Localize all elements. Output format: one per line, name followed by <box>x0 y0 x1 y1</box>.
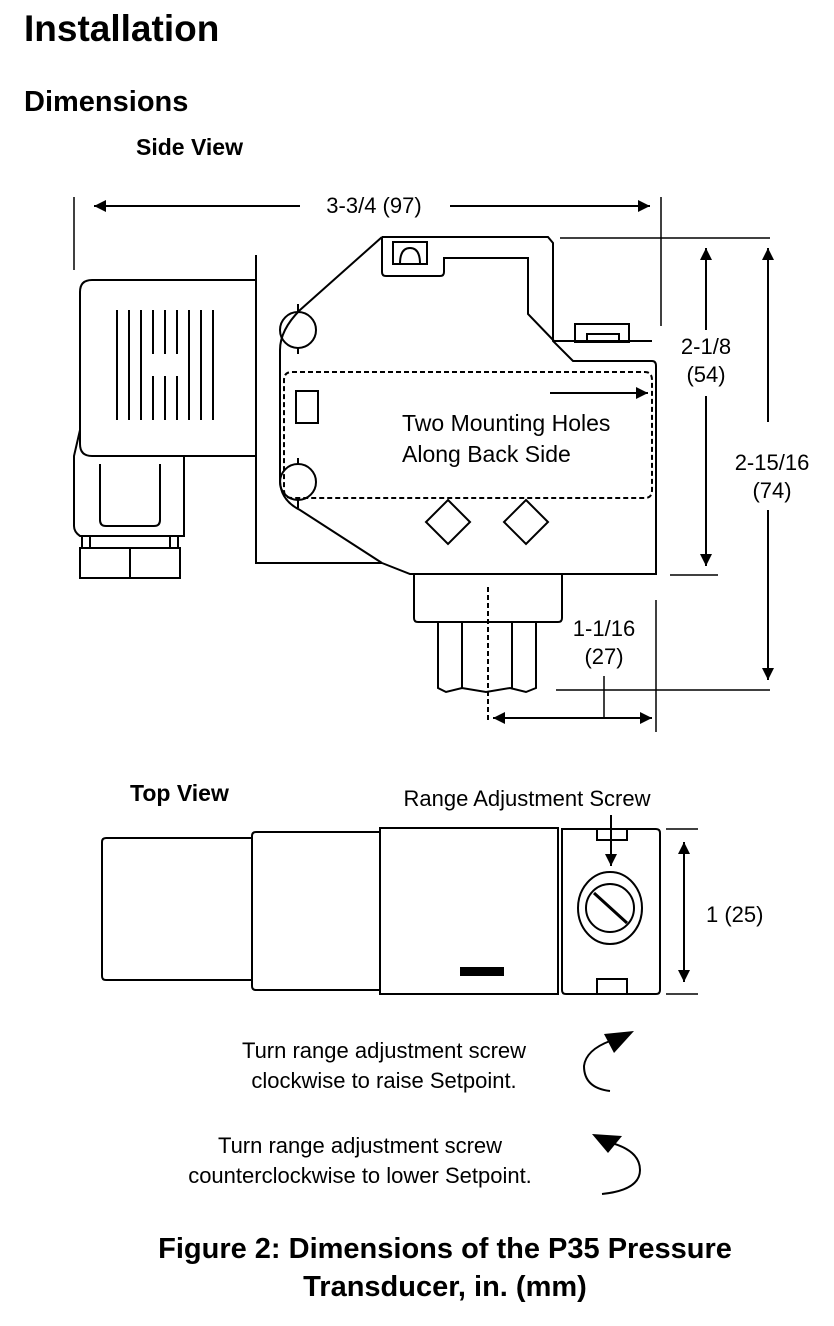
label-window <box>295 390 319 424</box>
pressure-fitting <box>413 574 563 722</box>
counterclockwise-arc <box>601 1141 642 1195</box>
din-connector <box>73 279 256 579</box>
top-view-title: Top View <box>130 780 229 806</box>
mounting-hole-lower <box>279 463 317 501</box>
side-view-drawing: 3-3/4 (97) <box>73 193 810 732</box>
top-view-drawing: Range Adjustment Screw 1 (25) <box>101 786 763 995</box>
fitting-offset-mm: (27) <box>584 644 623 669</box>
counterclockwise-arrow-icon <box>592 1134 622 1153</box>
diamond-marker-right <box>502 498 550 546</box>
overall-height-inches: 2-15/16 <box>735 450 810 475</box>
body-height-mm: (54) <box>686 362 725 387</box>
figure-caption: Figure 2: Dimensions of the P35 Pressure… <box>0 1230 834 1306</box>
instructions: Turn range adjustment screw clockwise to… <box>188 1031 642 1195</box>
range-adjustment-screw <box>585 883 635 933</box>
overall-length-label: 3-3/4 (97) <box>326 193 421 218</box>
counterclockwise-instruction-line1: Turn range adjustment screw <box>218 1133 502 1158</box>
clockwise-instruction-line2: clockwise to raise Setpoint. <box>251 1068 516 1093</box>
adjustment-block <box>561 828 661 995</box>
bottom-notch <box>596 978 628 995</box>
connector-block <box>101 837 253 981</box>
clockwise-arrow-icon <box>604 1031 634 1053</box>
figure-caption-line1: Figure 2: Dimensions of the P35 Pressure <box>158 1233 732 1265</box>
housing-block-2 <box>379 827 559 995</box>
mounting-holes-outline <box>283 371 653 499</box>
housing-block-1 <box>251 831 381 991</box>
side-view-title: Side View <box>136 134 243 160</box>
mounting-note-line2: Along Back Side <box>402 441 571 467</box>
slot-marker <box>460 967 504 976</box>
fitting-offset-inches: 1-1/16 <box>573 616 635 641</box>
top-clip <box>392 241 428 265</box>
transducer-housing <box>255 236 657 575</box>
connector-vent-lines <box>116 310 214 420</box>
range-screw-label: Range Adjustment Screw <box>403 786 650 811</box>
body-height-inches: 2-1/8 <box>681 334 731 359</box>
figure-caption-line2: Transducer, in. (mm) <box>303 1271 587 1303</box>
section-title: Installation <box>24 8 220 49</box>
width-label: 1 (25) <box>706 902 763 927</box>
diamond-marker-left <box>424 498 472 546</box>
screw-outer-ring <box>577 871 643 945</box>
subsection-title: Dimensions <box>24 86 189 118</box>
mounting-note-line1: Two Mounting Holes <box>402 410 610 436</box>
clockwise-arc <box>582 1040 611 1092</box>
overall-height-mm: (74) <box>752 478 791 503</box>
screw-slot <box>592 891 629 925</box>
counterclockwise-instruction-line2: counterclockwise to lower Setpoint. <box>188 1163 532 1188</box>
clockwise-instruction-line1: Turn range adjustment screw <box>242 1038 526 1063</box>
